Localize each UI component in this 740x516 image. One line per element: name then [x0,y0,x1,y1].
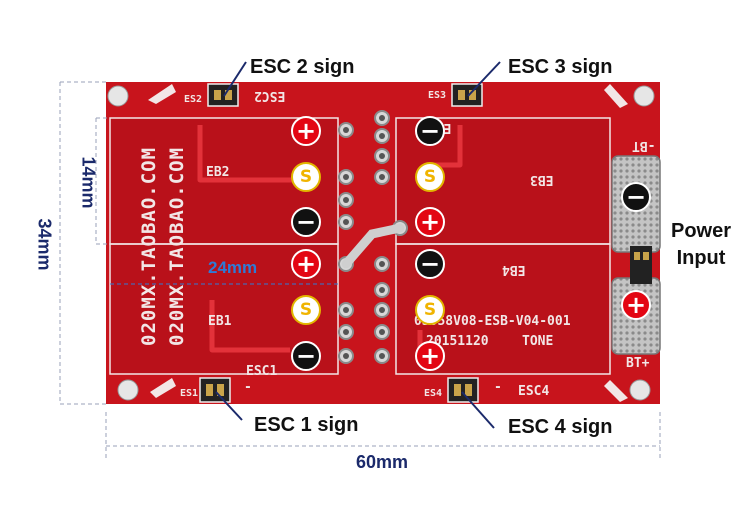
silk-esc2: ESC2 [254,88,286,103]
esc2-leader [223,61,247,97]
silk-es4: ES4 [424,388,443,399]
silk-es3: ES3 [428,90,447,101]
signal-marker-eb4: S [415,295,445,325]
esc1-connector [199,377,231,403]
silk-tone: TONE [522,334,554,349]
plus-marker-eb4: + [415,341,445,371]
esc4-connector [447,377,479,403]
width-dimension-label: 60mm [356,452,409,472]
esc1-sign-label: ESC 1 sign [254,414,359,436]
silk-bt-plus: BT+ [626,356,650,371]
esc1-leader [215,391,243,421]
silk-dash-esc1: - [244,380,252,395]
signal-marker-eb1: S [291,295,321,325]
power-input-line1: Power [670,220,732,242]
esc2-connector [207,83,239,107]
power-minus-marker: − [621,182,651,212]
silk-date-code: 20151120 [426,334,489,349]
silk-esc4: ESC4 [518,384,550,399]
jumper-strip [341,223,405,269]
silk-bt-minus: -BT [632,138,656,153]
silk-eb1: EB1 [208,314,232,329]
power-plus-marker: + [621,290,651,320]
esc3-leader [467,61,501,97]
silk-shop-url-1: 020MX.TAOBAO.COM [138,146,160,346]
plus-marker-eb2: + [291,116,321,146]
silk-es2: ES2 [184,94,203,105]
power-input-label: Power Input [662,218,740,272]
silk-dash-esc4: - [494,380,502,395]
esc4-sign-label: ESC 4 sign [508,416,613,438]
minus-marker-eb4: − [415,249,445,279]
plus-marker-eb3: + [415,207,445,237]
silk-shop-url-2: 020MX.TAOBAO.COM [166,146,188,346]
signal-marker-eb3: S [415,162,445,192]
silk-eb2: EB2 [206,165,230,180]
silk-esc1: ESC1 [246,364,278,379]
power-input-line2: Input [676,247,726,269]
power-connector [630,246,652,284]
esc4-leader [461,391,495,429]
plus-marker-eb1: + [291,249,321,279]
silk-es1: ES1 [180,388,199,399]
esc2-sign-label: ESC 2 sign [250,56,355,78]
esc3-sign-label: ESC 3 sign [508,56,613,78]
height-dimension-label: 34mm [34,218,55,271]
pad-width-dimension-label: 24mm [208,258,258,277]
minus-marker-eb2: − [291,207,321,237]
signal-marker-eb2: S [291,162,321,192]
silk-board-id: 0J058V08-ESB-V04-001 [414,314,571,329]
silk-eb4: EB4 [502,262,526,277]
pad-height-dimension-label: 14mm [78,156,99,209]
silk-eb3: EB3 [530,172,554,187]
minus-marker-eb1: − [291,341,321,371]
minus-marker-eb3: − [415,116,445,146]
